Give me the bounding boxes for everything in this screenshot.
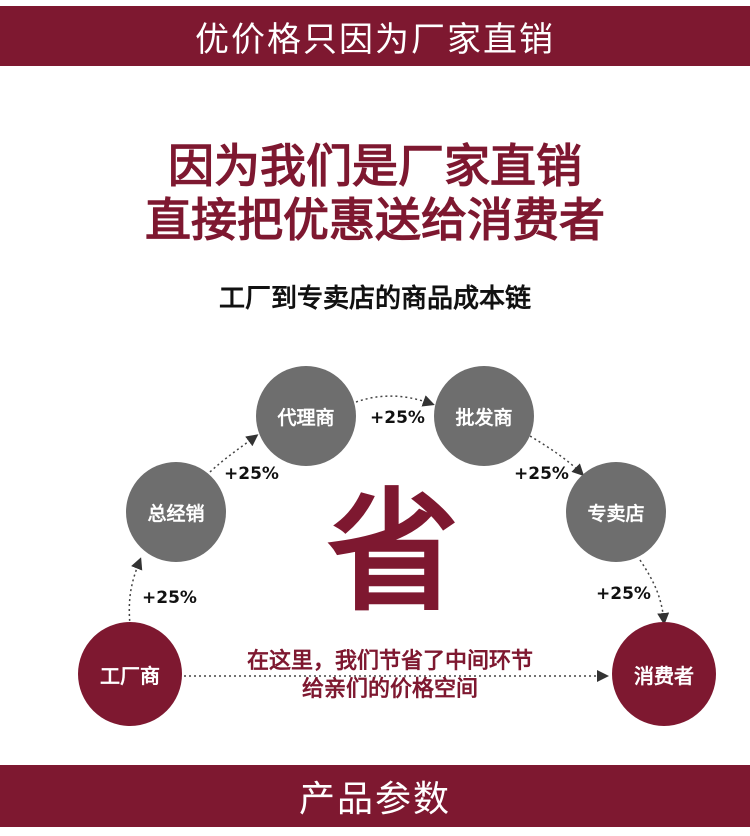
markup-label: +25% bbox=[224, 464, 279, 484]
node-store: 专卖店 bbox=[566, 462, 666, 562]
node-agent-label: 代理商 bbox=[277, 406, 335, 429]
top-banner-text: 优价格只因为厂家直销 bbox=[195, 19, 555, 60]
markup-label: +25% bbox=[514, 464, 569, 484]
markup-label: +25% bbox=[142, 588, 197, 608]
markup-label: +25% bbox=[370, 408, 425, 428]
node-wholesaler-label: 批发商 bbox=[455, 406, 513, 429]
bottom-banner: 产品参数 bbox=[0, 765, 750, 827]
node-consumer: 消费者 bbox=[612, 622, 716, 726]
headline-line-2: 直接把优惠送给消费者 bbox=[145, 193, 605, 247]
arrow-factory-to-distributor bbox=[128, 557, 143, 627]
node-wholesaler: 批发商 bbox=[434, 366, 534, 466]
bottom-banner-text: 产品参数 bbox=[298, 779, 451, 820]
node-distributor-label: 总经销 bbox=[147, 502, 205, 525]
headline-line-1: 因为我们是厂家直销 bbox=[168, 139, 582, 193]
savings-character: 省 bbox=[327, 476, 459, 630]
node-agent: 代理商 bbox=[256, 366, 356, 466]
node-factory: 工厂商 bbox=[78, 622, 182, 726]
node-consumer-label: 消费者 bbox=[634, 663, 694, 688]
savings-note-line-2: 给亲们的价格空间 bbox=[301, 677, 478, 702]
arrow-store-to-consumer bbox=[639, 559, 670, 625]
node-distributor: 总经销 bbox=[126, 462, 226, 562]
node-store-label: 专卖店 bbox=[587, 502, 645, 525]
chain-subtitle: 工厂到专卖店的商品成本链 bbox=[218, 284, 531, 314]
markup-label: +25% bbox=[596, 584, 651, 604]
arrow-wholesaler-to-store bbox=[529, 435, 585, 477]
top-banner: 优价格只因为厂家直销 bbox=[0, 6, 750, 66]
node-factory-label: 工厂商 bbox=[100, 663, 160, 688]
arrow-agent-to-wholesaler bbox=[355, 395, 435, 407]
savings-note-line-1: 在这里，我们节省了中间环节 bbox=[246, 649, 533, 674]
